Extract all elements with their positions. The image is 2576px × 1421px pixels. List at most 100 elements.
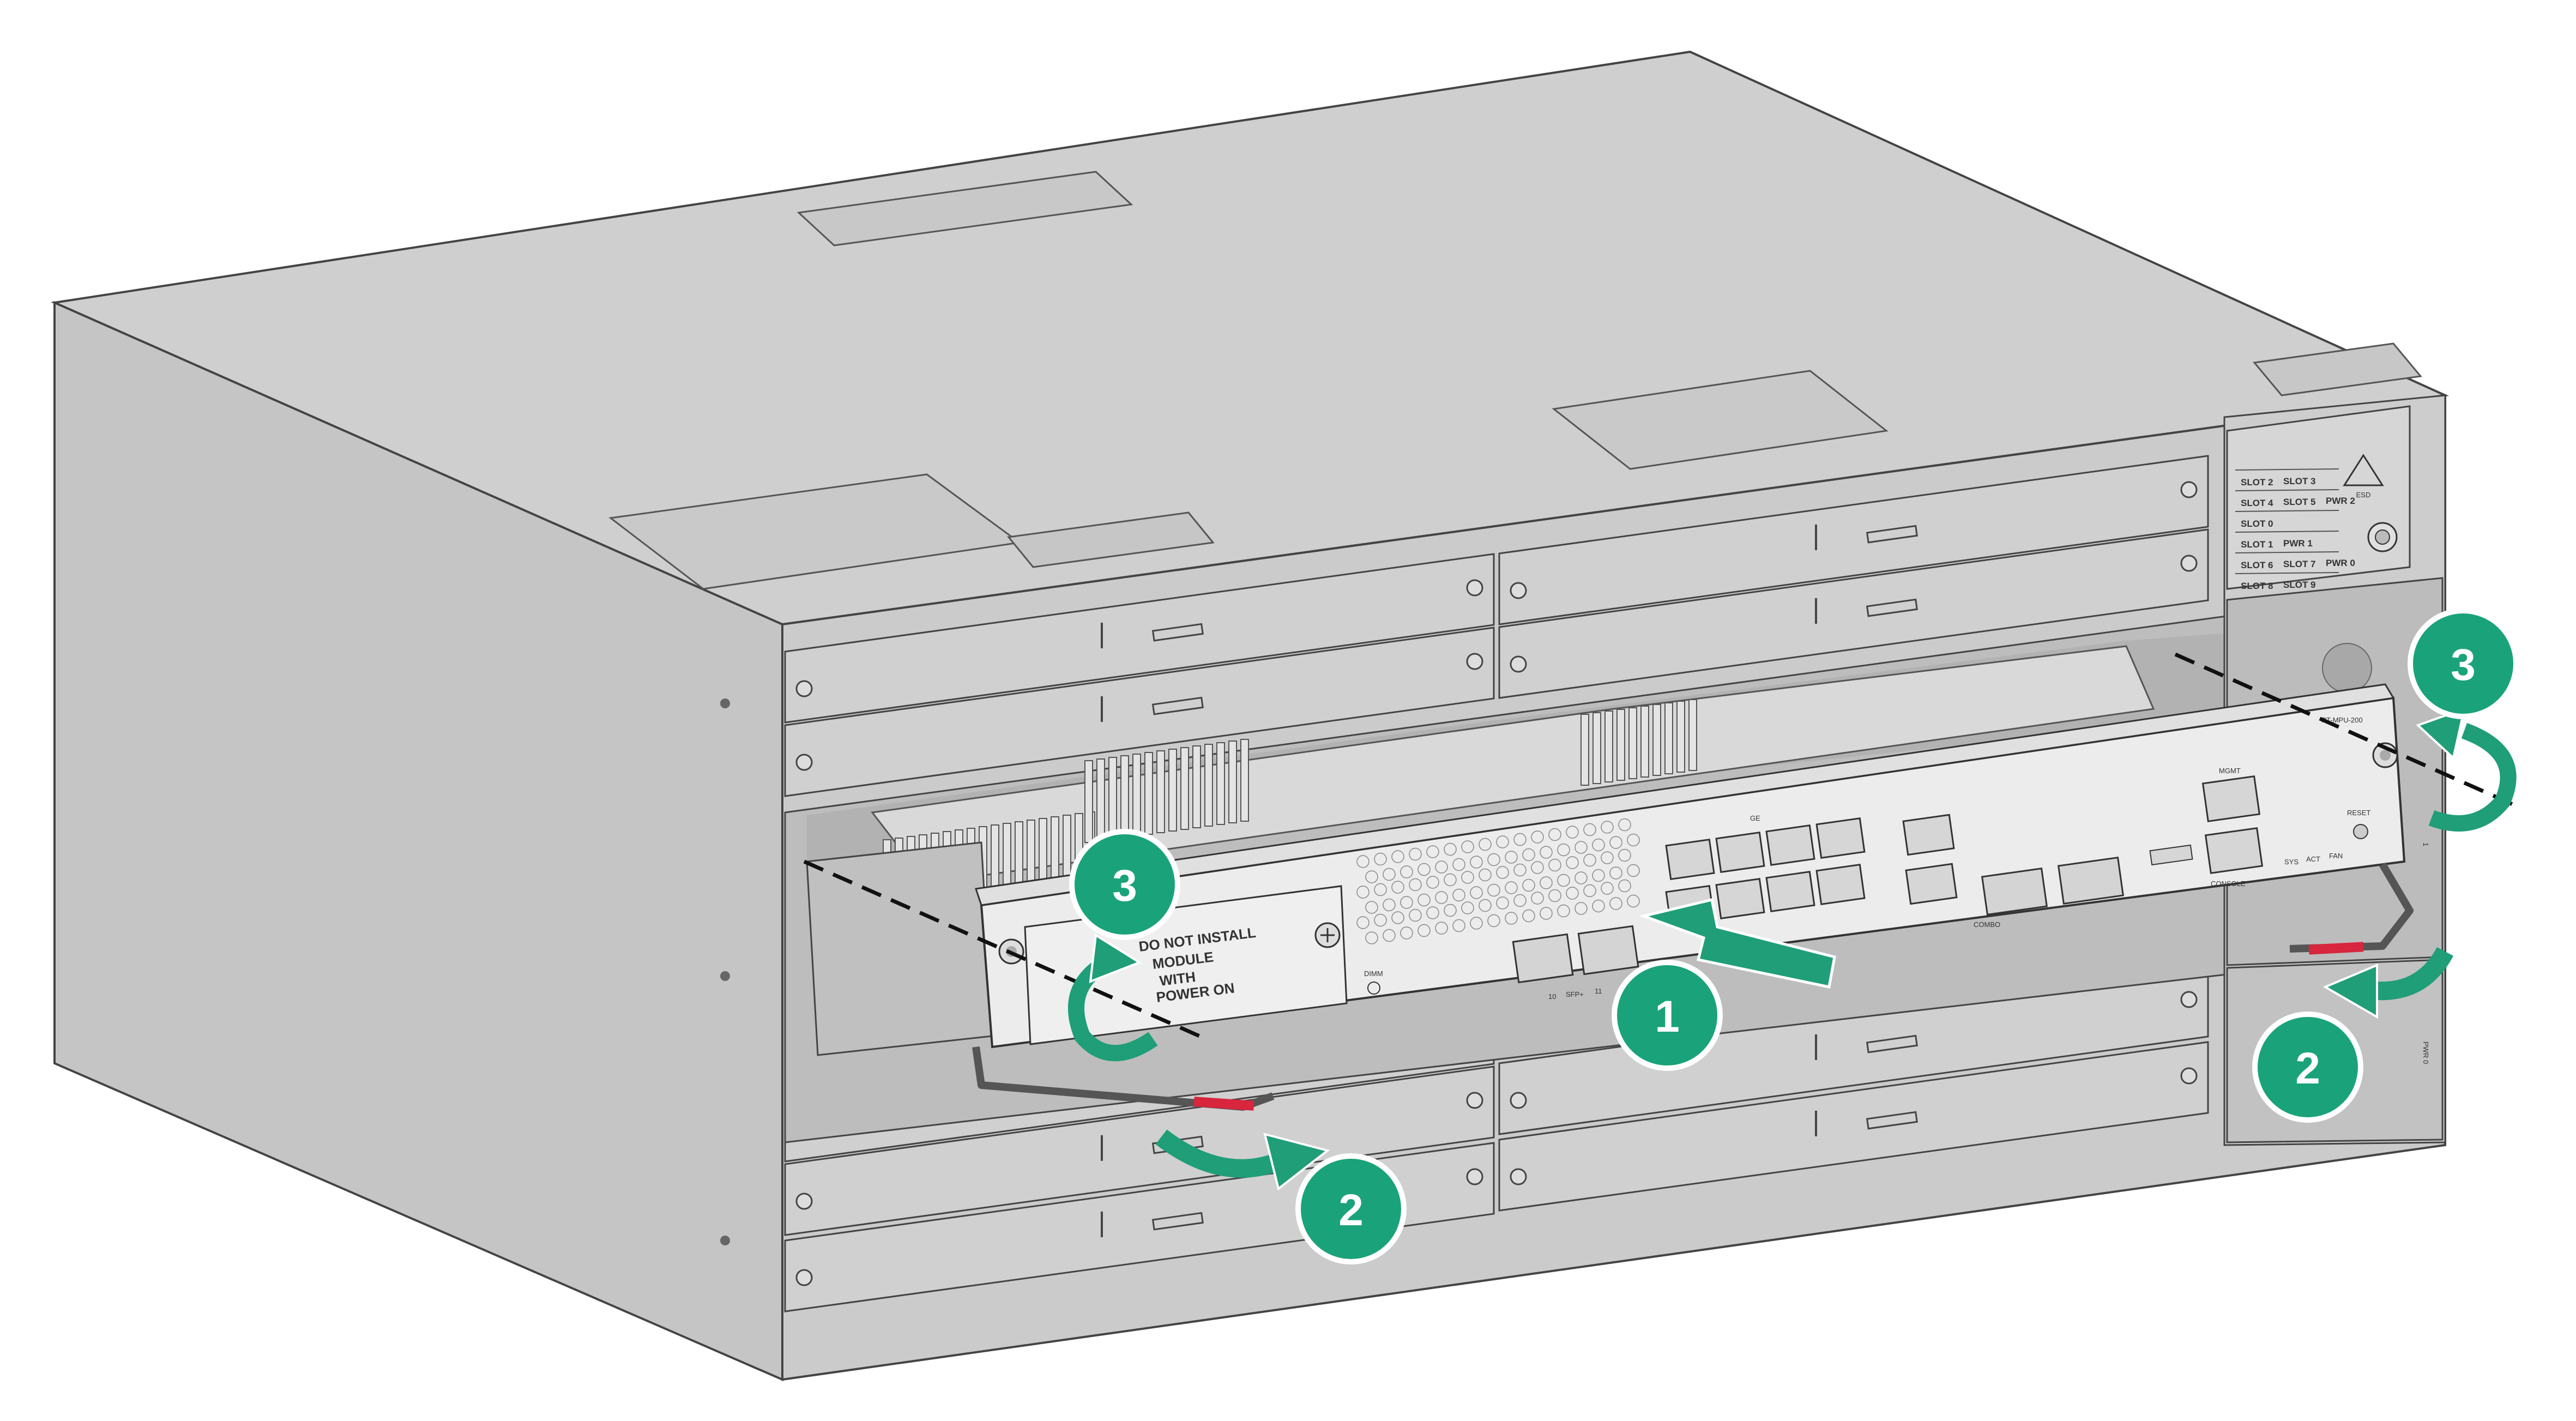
fan-label: FAN [2329,852,2343,860]
filler-panel [784,627,1495,797]
heatsink-fin [1120,755,1129,838]
filler-panel [1498,1041,2209,1212]
vent-hole [1601,882,1614,895]
lever-arrow-right [2364,947,2454,1001]
heatsink-fin [1640,706,1649,778]
heatsink-fin [1132,754,1141,836]
side-hole [720,971,730,981]
vent-hole [1409,847,1422,861]
ge-port[interactable] [1765,824,1815,866]
vent-hole [1557,843,1570,857]
vent-hole [1426,906,1439,919]
ge-port[interactable] [1815,817,1866,859]
vent-hole [1627,833,1640,847]
combo-rj45-port[interactable] [1905,863,1958,905]
vent-hole [1444,842,1457,856]
heatsink-fin [1664,702,1673,774]
vent-hole [1435,922,1448,935]
mgmt-port[interactable] [2201,775,2261,822]
vent-hole [1426,845,1439,858]
vent-hole [1470,886,1483,899]
vent-hole [1444,873,1457,887]
vent-hole [1566,826,1579,839]
ejector-lever-right-tip [2308,942,2364,955]
ground-screw-icon [2367,522,2398,552]
vent-hole [1618,848,1631,862]
reset-button[interactable] [2353,824,2368,839]
vent-hole [1374,913,1387,927]
rotate-arrow-right [2428,722,2517,832]
combo-rj45-port[interactable] [1902,814,1955,856]
console-port[interactable] [2204,827,2264,874]
vent-hole [1548,828,1561,841]
vent-hole [1365,901,1378,914]
heatsink-fin [1144,752,1153,835]
vent-hole [1618,818,1631,832]
vent-hole [1426,876,1439,889]
vent-hole [1505,881,1518,894]
heatsink-fin [1084,760,1093,843]
vent-hole [1409,878,1422,892]
vent-hole [1522,878,1535,892]
vent-hole [1505,851,1518,864]
vent-hole [1601,821,1614,834]
ge-port[interactable] [1765,871,1815,912]
mpu-module: DO NOT INSTALL MODULE WITH POWER ON DIMM… [806,683,2414,1111]
heatsink-fin [1628,707,1637,779]
vent-hole [1417,924,1431,937]
dimm-label: DIMM [1364,970,1383,978]
vent-hole [1496,835,1509,848]
console-label: CONSOLE [2211,880,2246,888]
vent-hole [1365,870,1378,883]
vent-hole [1356,855,1370,868]
step-2-badge-left: 2 [1295,1153,1407,1265]
vent-hole [1400,896,1413,909]
usb-port[interactable] [2149,844,2193,866]
vent-hole [1522,848,1535,862]
sfp-port[interactable] [1512,933,1574,984]
slot-table-cell: SLOT 0 [2241,519,2273,529]
act-label: ACT [2306,855,2320,863]
vent-hole [1452,858,1465,871]
combo-sfp-port[interactable] [2057,856,2125,905]
ge-port[interactable] [1715,878,1765,919]
heatsink-fin [1688,699,1697,771]
slot-table-cell: SLOT 6 [2241,560,2273,570]
vent-hole [1583,884,1596,898]
reset-label: RESET [2347,809,2370,817]
vent-hole [1417,863,1431,876]
vent-hole [1496,896,1509,910]
vent-hole [1487,914,1500,928]
heatsink-fin [1604,710,1613,782]
combo-sfp-port[interactable] [1981,867,2048,916]
vent-hole [1356,886,1370,899]
vent-hole [1435,860,1448,874]
heatsink-fin [1592,712,1601,784]
vent-hole [1618,879,1631,893]
rotate-arrow-left-head [1089,933,1142,984]
sfp-port[interactable] [1577,925,1639,976]
sfp-number-11: 11 [1595,987,1602,995]
ge-port[interactable] [1715,832,1765,873]
slot-label-plate [2226,405,2411,590]
vent-hole [1627,894,1640,908]
vent-hole [1417,893,1431,907]
slot-table-cell: SLOT 3 [2283,476,2316,486]
vent-hole [1374,883,1387,896]
ejector-lever-left [972,1046,1275,1111]
step-3-badge-left: 3 [1069,829,1180,940]
step-3-left-label: 3 [1112,861,1137,911]
slot-table-cell: SLOT 2 [2241,477,2273,487]
slot-table-cell: PWR 2 [2326,496,2355,506]
ge-port[interactable] [1665,839,1715,880]
ge-port[interactable] [1815,864,1866,905]
heatsink-fin [1108,757,1117,840]
vent-hole [1479,868,1492,882]
vent-hole [1461,901,1474,914]
vent-hole [1592,838,1605,852]
step-1-label: 1 [1655,992,1680,1041]
vent-hole [1574,841,1588,854]
heatsink-fin [1192,745,1201,828]
vent-hole [1548,858,1561,872]
